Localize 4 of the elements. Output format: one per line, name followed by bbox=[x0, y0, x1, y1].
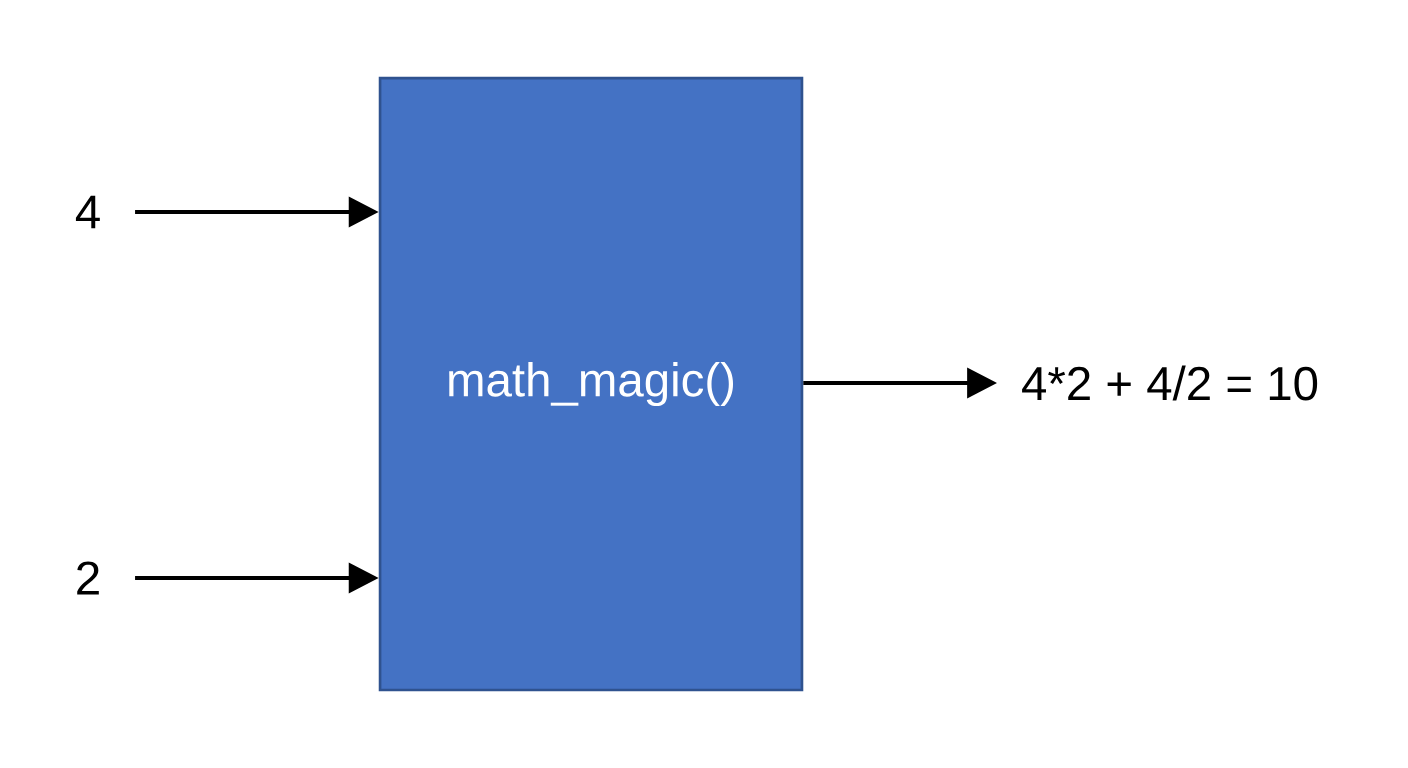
function-box: math_magic() bbox=[378, 76, 804, 692]
value-label: 4 bbox=[75, 195, 100, 229]
value-label: 2 bbox=[77, 561, 99, 595]
result-label: 4*2 + 4/2 = 10 bbox=[1022, 365, 1318, 401]
